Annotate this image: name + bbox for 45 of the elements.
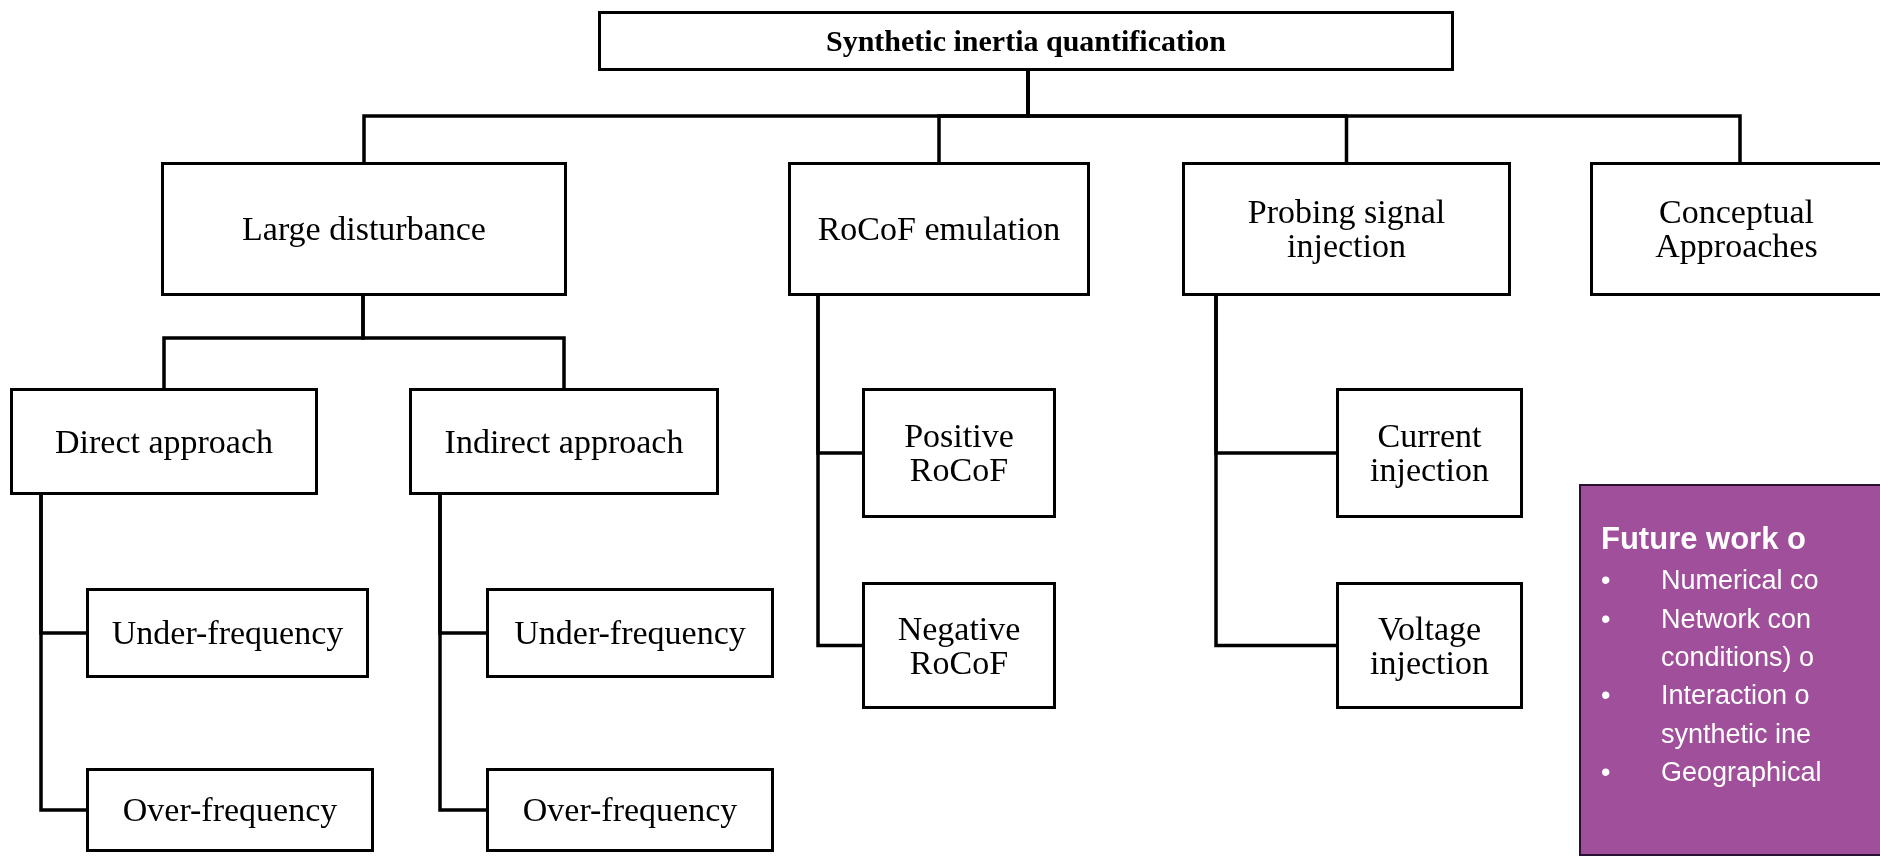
bullet-mark: • (1601, 679, 1611, 713)
bullet-mark: • (1601, 755, 1611, 789)
category-box (598, 11, 1454, 71)
bullet-item: Numerical co (1661, 564, 1820, 598)
box-label: Under-frequency (111, 616, 344, 650)
category-box (862, 582, 1056, 709)
box-label: Under-frequency (514, 616, 746, 650)
note-panel (1579, 484, 1880, 856)
category-box (86, 768, 374, 852)
box-label: Indirect approach (444, 424, 684, 459)
category-box (862, 388, 1056, 518)
box-label: Synthetic inertia quantification (826, 26, 1226, 56)
category-box (1336, 388, 1523, 518)
box-label: Positive RoCoF (903, 419, 1015, 487)
box-label: Over-frequency (522, 793, 738, 827)
connector-line (816, 296, 862, 648)
connector-line (1214, 296, 1336, 648)
box-label: Large disturbance (242, 212, 486, 246)
box-label: Conceptual Approaches (1654, 195, 1819, 263)
connector-line (39, 495, 86, 812)
category-box (409, 388, 719, 495)
connector-line (361, 296, 566, 388)
bullet-mark: • (1601, 564, 1611, 598)
bullet-item: Network con conditions) o (1661, 602, 1816, 674)
bullet-item: Geographical (1661, 755, 1823, 789)
category-box (161, 162, 567, 296)
category-box (788, 162, 1090, 296)
panel-heading: Future work o (1601, 520, 1807, 558)
category-box (10, 388, 318, 495)
category-box (1336, 582, 1523, 709)
category-box (486, 588, 774, 678)
box-label: Over-frequency (122, 793, 338, 827)
box-label: Voltage injection (1369, 611, 1490, 680)
bullet-mark: • (1601, 602, 1611, 636)
category-box (486, 768, 774, 852)
box-label: Negative RoCoF (896, 611, 1022, 680)
box-label: Direct approach (54, 424, 273, 459)
box-label: RoCoF emulation (817, 212, 1061, 246)
category-box (1182, 162, 1511, 296)
box-label: Probing signal injection (1246, 195, 1447, 263)
bullet-item: Interaction o synthetic ine (1661, 679, 1813, 751)
category-box (86, 588, 369, 678)
box-label: Current injection (1369, 419, 1490, 487)
category-box (1590, 162, 1880, 296)
connector-line (438, 495, 486, 812)
